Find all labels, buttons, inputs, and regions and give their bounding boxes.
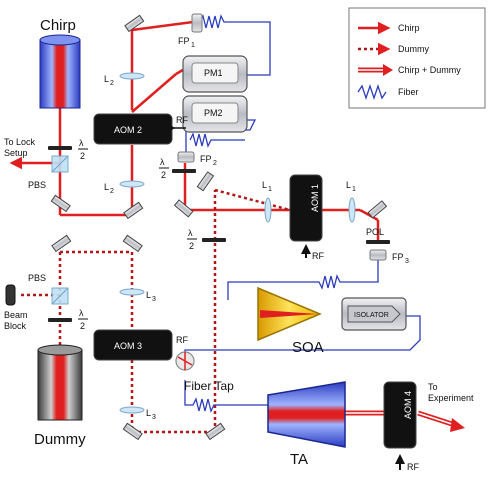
svg-text:2: 2	[213, 160, 217, 167]
to-lock-setup-label-1: To Lock	[4, 137, 36, 147]
svg-text:Chirp: Chirp	[398, 23, 420, 33]
chirp-laser	[39, 34, 81, 109]
pbs-top	[51, 155, 69, 173]
svg-text:ISOLATOR: ISOLATOR	[354, 312, 389, 319]
lenses	[119, 72, 356, 414]
fiber-tap-label: Fiber Tap	[184, 379, 234, 393]
svg-text:2: 2	[110, 80, 114, 87]
svg-text:Dummy: Dummy	[398, 44, 429, 54]
svg-text:2: 2	[80, 151, 85, 161]
to-experiment-label-1: To	[428, 382, 438, 392]
dummy-beam-path	[18, 188, 291, 434]
dummy-label: Dummy	[34, 431, 86, 448]
svg-text:2: 2	[110, 188, 114, 195]
svg-text:1: 1	[191, 42, 195, 49]
svg-text:AOM 2: AOM 2	[114, 125, 142, 135]
svg-text:3: 3	[152, 414, 156, 421]
legend-item-fiber: Fiber	[357, 83, 419, 101]
half-wave-labels: λ 2 λ 2 λ 2 λ 2	[78, 138, 197, 331]
pbs-bottom-label: PBS	[28, 273, 46, 283]
svg-text:PM1: PM1	[204, 68, 223, 78]
aom3: AOM 3	[93, 329, 173, 361]
legend-item-chirp-dummy: Chirp + Dummy	[358, 64, 461, 76]
fiber-tap	[175, 351, 195, 371]
rf-aom2-label: RF	[176, 115, 188, 125]
rf-aom1-label: RF	[312, 251, 324, 261]
soa	[257, 286, 322, 342]
svg-text:2: 2	[189, 241, 194, 251]
pm1: PM1	[182, 55, 248, 93]
svg-text:FP: FP	[200, 154, 212, 164]
svg-text:L: L	[104, 182, 109, 192]
rf-aom4-label: RF	[407, 462, 419, 472]
svg-text:PM2: PM2	[204, 108, 223, 118]
mirrors	[50, 14, 388, 441]
ta	[267, 381, 346, 448]
pbs-bottom	[51, 287, 69, 305]
to-experiment-label-2: Experiment	[428, 393, 474, 403]
legend-item-dummy: Dummy	[358, 42, 429, 56]
svg-text:2: 2	[161, 170, 166, 180]
fiber-paths	[184, 14, 421, 413]
svg-text:AOM 4: AOM 4	[403, 391, 413, 419]
beam-block-label-1: Beam	[4, 310, 28, 320]
svg-text:1: 1	[352, 186, 356, 193]
chirp-label: Chirp	[40, 17, 76, 34]
svg-text:AOM 1: AOM 1	[310, 184, 320, 212]
to-lock-setup-label-2: Setup	[4, 148, 28, 158]
fp-cavities	[177, 13, 387, 261]
beam-block-label-2: Block	[4, 321, 27, 331]
svg-text:FP: FP	[178, 36, 190, 46]
svg-text:AOM 3: AOM 3	[114, 341, 142, 351]
svg-text:FP: FP	[392, 252, 404, 262]
waveplates	[48, 146, 390, 322]
svg-text:L: L	[146, 290, 151, 300]
svg-text:λ: λ	[79, 138, 84, 148]
svg-text:λ: λ	[160, 157, 165, 167]
pm2: PM2	[182, 95, 248, 133]
legend: Chirp Dummy Chirp + Dummy Fiber	[348, 7, 486, 109]
output-beam	[417, 410, 465, 432]
svg-text:L: L	[104, 74, 109, 84]
pbs-top-label: PBS	[28, 180, 46, 190]
svg-text:Chirp + Dummy: Chirp + Dummy	[398, 65, 461, 75]
aom4: AOM 4	[383, 381, 417, 449]
svg-text:2: 2	[80, 321, 85, 331]
svg-text:L: L	[146, 408, 151, 418]
ta-label: TA	[290, 451, 308, 468]
isolator: ISOLATOR	[341, 297, 407, 331]
svg-text:3: 3	[405, 258, 409, 265]
rf-aom3-label: RF	[176, 335, 188, 345]
aom1: AOM 1	[289, 174, 323, 242]
svg-text:Fiber: Fiber	[398, 87, 419, 97]
soa-label: SOA	[292, 339, 324, 356]
svg-text:1: 1	[268, 186, 272, 193]
svg-text:λ: λ	[188, 228, 193, 238]
svg-text:L: L	[262, 180, 267, 190]
aom2: AOM 2	[93, 113, 173, 145]
legend-item-chirp: Chirp	[358, 21, 420, 35]
svg-text:L: L	[346, 180, 351, 190]
svg-text:3: 3	[152, 296, 156, 303]
svg-text:λ: λ	[79, 308, 84, 318]
pol-label: POL	[366, 227, 384, 237]
beam-block	[5, 284, 16, 306]
dummy-laser	[37, 344, 83, 421]
